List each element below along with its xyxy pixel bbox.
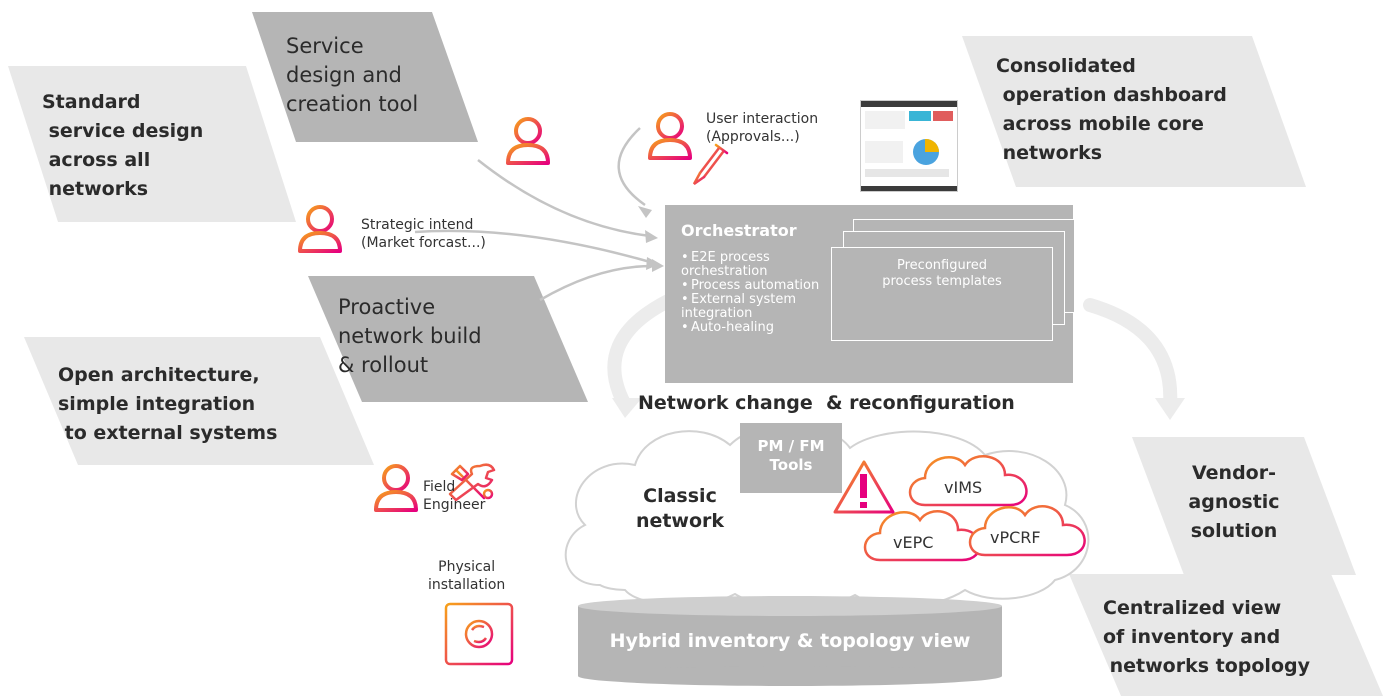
vepc-label: vEPC	[893, 533, 934, 552]
warning-icon	[833, 460, 895, 514]
user-icon-approver	[648, 112, 692, 160]
open-architecture-box: Open architecture, simple integration to…	[24, 337, 374, 465]
right-change-arrowhead	[1155, 398, 1185, 420]
vnf-clouds	[863, 455, 1086, 562]
input-arrows	[414, 127, 656, 302]
consolidated-dashboard-box: Consolidated operation dashboard across …	[962, 36, 1306, 187]
tools-icon	[448, 463, 496, 502]
strategic-intend-label: Strategic intend (Market forcast...)	[361, 217, 486, 251]
vims-label: vIMS	[944, 478, 983, 497]
pm-fm-tools-label: PM / FM Tools	[757, 437, 825, 474]
hybrid-inventory-label: Hybrid inventory & topology view	[609, 630, 971, 652]
physical-installation-label: Physical installation	[428, 559, 506, 593]
hybrid-inventory-cylinder	[578, 596, 1002, 686]
orchestrator-bullet: •External system integration	[681, 292, 797, 321]
pm-fm-tools-box: PM / FM Tools	[740, 423, 842, 493]
orchestrator-title: Orchestrator	[681, 221, 797, 240]
standard-service-design-box: Standard service design across all netwo…	[8, 66, 296, 222]
user-icon-strategic	[298, 205, 342, 253]
vpcrf-label: vPCRF	[990, 528, 1041, 547]
orchestrator-box: Orchestrator •E2E process orchestration …	[665, 205, 1075, 383]
centralized-view-text: Centralized view of inventory and networ…	[1103, 597, 1310, 677]
orchestrator-bullet: •E2E process orchestration	[681, 250, 770, 279]
centralized-view-box: Centralized view of inventory and networ…	[1069, 574, 1383, 696]
consolidated-dashboard-text: Consolidated operation dashboard across …	[996, 55, 1227, 164]
service-design-tool-box: Service design and creation tool	[252, 12, 478, 142]
open-architecture-text: Open architecture, simple integration to…	[58, 364, 278, 444]
vendor-agnostic-text: Vendor- agnostic solution	[1188, 462, 1280, 542]
standard-service-design-text: Standard service design across all netwo…	[42, 91, 204, 200]
left-change-arrowhead	[612, 398, 642, 418]
network-change-label: Network change & reconfiguration	[638, 392, 1015, 414]
proactive-network-build-box: Proactive network build & rollout	[308, 276, 588, 402]
orchestrator-bullet: •Auto-healing	[681, 320, 775, 335]
classic-network-label: Classic network	[635, 485, 725, 532]
server-rack-icon	[444, 602, 514, 666]
templates-label: Preconfigured process templates	[882, 258, 1002, 289]
service-design-tool-text: Service design and creation tool	[286, 34, 419, 116]
user-icon-field-engineer	[374, 464, 418, 512]
proactive-network-build-text: Proactive network build & rollout	[338, 295, 482, 377]
vendor-agnostic-box: Vendor- agnostic solution	[1132, 437, 1356, 575]
user-interaction-label: User interaction (Approvals...)	[706, 111, 819, 145]
field-engineer-label: Field Engineer	[423, 479, 486, 513]
pen-icon	[692, 143, 729, 186]
change-arrows	[607, 293, 1178, 412]
template-card-front: Preconfigured process templates	[831, 247, 1053, 341]
user-icon-service-designer	[506, 117, 550, 165]
dashboard-screenshot	[860, 100, 958, 192]
orchestrator-bullet: •Process automation	[681, 278, 820, 293]
arrowheads	[638, 206, 664, 272]
orchestrator-bullets: •E2E process orchestration •Process auto…	[681, 251, 831, 335]
